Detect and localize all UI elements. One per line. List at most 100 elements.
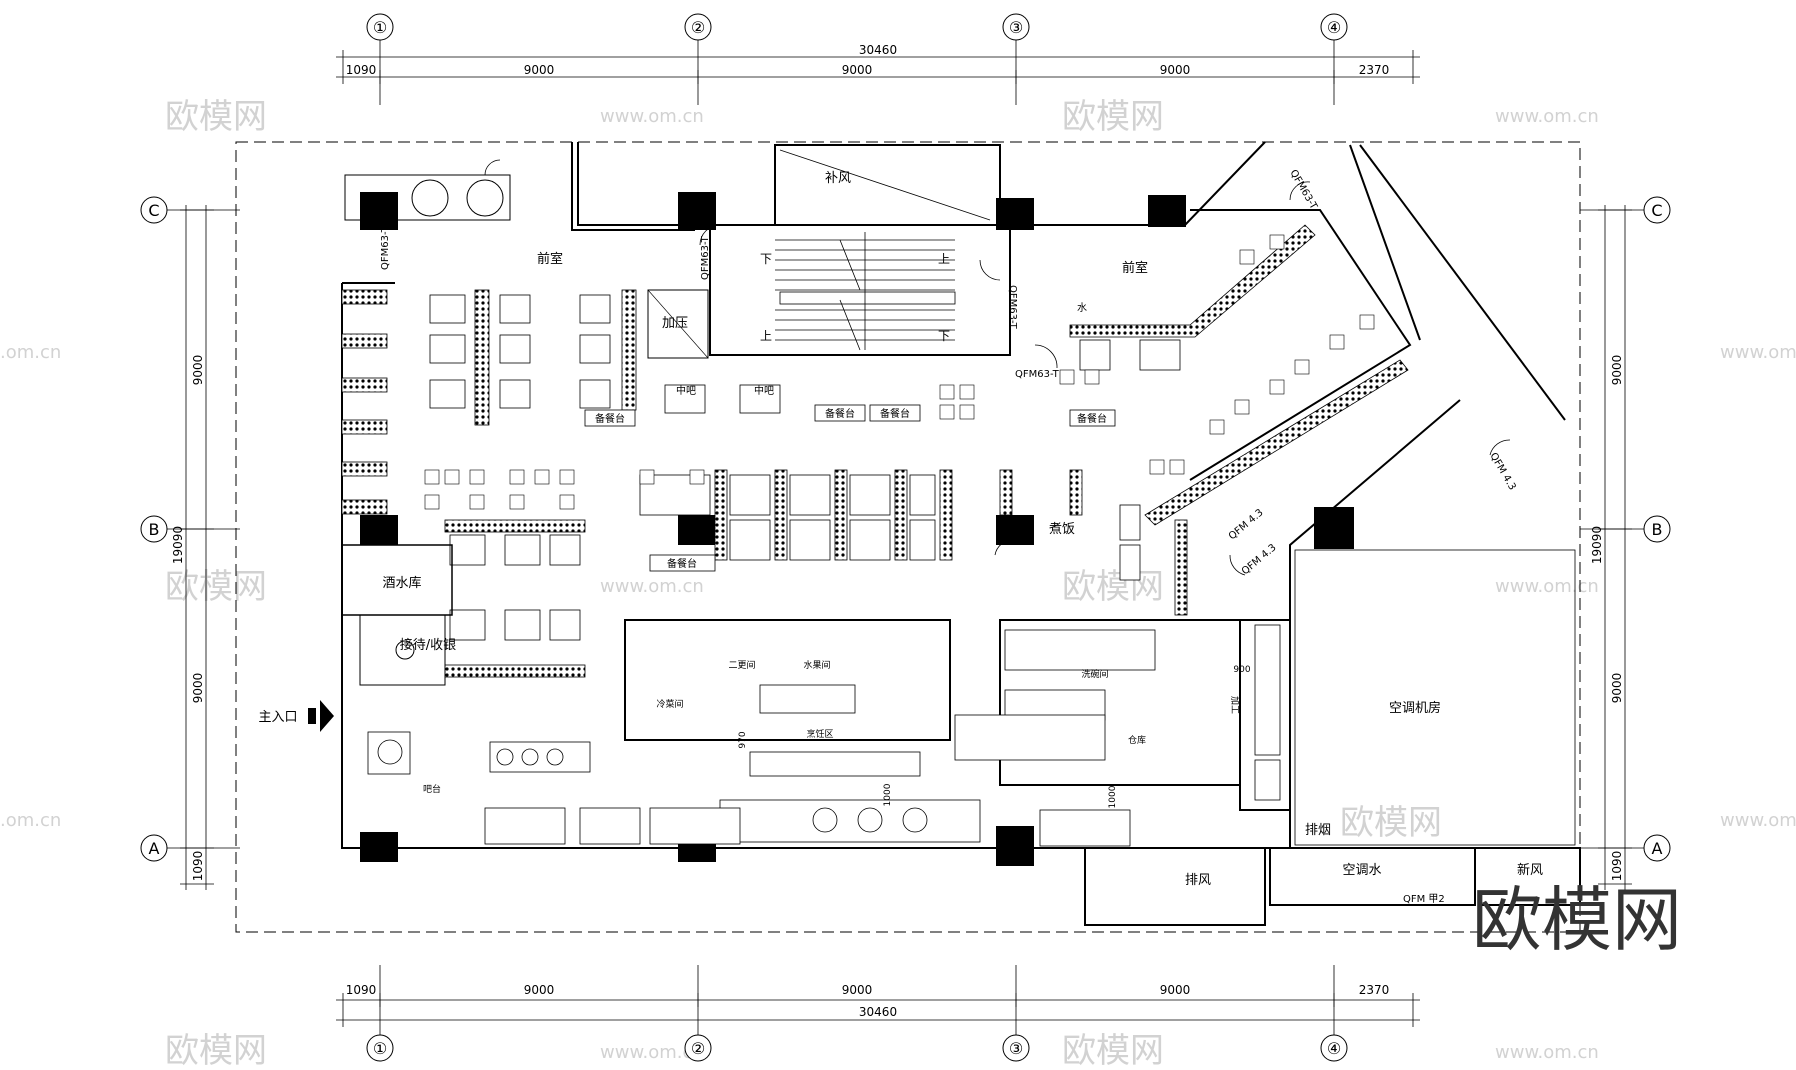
door-label: QFM63-T xyxy=(380,225,391,270)
door-label: QFM 4.3 xyxy=(1227,507,1266,542)
dim-left-seg: 9000 xyxy=(191,673,205,704)
axis-labels: ① ② ③ ④ ① ② ③ ④ C B A C B A xyxy=(148,18,1662,1058)
room-cooking: 烹饪区 xyxy=(806,728,833,740)
kitchen-labels: 洗碗间 冷菜间 二更间 水果间 烹饪区 仓库 吧台 加工 970 1000 10… xyxy=(423,659,1251,808)
dim-right-total: 19090 xyxy=(1590,526,1604,564)
reception-icon xyxy=(395,640,415,660)
service-stations xyxy=(584,404,1116,572)
dim-1000: 1000 xyxy=(883,783,893,806)
room-pressurize: 加压 xyxy=(662,316,688,331)
watermark-fragment: .om.cn xyxy=(0,342,61,363)
watermark-url: www.om.cn xyxy=(1720,810,1796,831)
site-boundary xyxy=(235,141,1581,933)
chairs xyxy=(424,234,1375,510)
watermark-brand: 欧模网 xyxy=(165,97,267,137)
dim-left-seg: 9000 xyxy=(191,355,205,386)
watermark-brand: 欧模网 xyxy=(1062,1031,1164,1066)
kitchen-equipment xyxy=(367,624,1281,847)
staircase[interactable] xyxy=(775,232,956,351)
axis-row-c: C xyxy=(1651,201,1662,220)
watermark-url: www.om.cn xyxy=(1495,1042,1599,1063)
dimension-lines xyxy=(180,50,1632,1027)
watermark-brand: 欧模网 xyxy=(165,567,267,607)
booth-partitions xyxy=(341,224,1409,678)
door-label: QFM 4.3 xyxy=(1487,451,1517,492)
axis-column-4: ④ xyxy=(1327,1039,1341,1058)
watermark-brand: 欧模网 xyxy=(1062,97,1164,137)
middle-label: 中吧 xyxy=(676,384,696,397)
watermark-logo: 欧模网 xyxy=(1472,879,1682,961)
pressurize-shaft xyxy=(647,289,709,359)
dim-top-seg: 9000 xyxy=(524,63,555,77)
axis-row-c: C xyxy=(148,201,159,220)
service-station-label: 备餐台 xyxy=(595,412,625,425)
label-main-entrance: 主入口 xyxy=(258,710,297,725)
fresh-air-shaft-line xyxy=(779,149,991,221)
dim-top-seg: 9000 xyxy=(1160,63,1191,77)
watermark-brand: 欧模网 xyxy=(165,1031,267,1066)
watermark-url: www.om.cn xyxy=(1720,342,1796,363)
doors[interactable] xyxy=(484,159,1511,576)
stair-down-label: 下 xyxy=(760,252,772,266)
burner-circles xyxy=(377,739,928,833)
dimension-texts: 30460 1090 9000 9000 9000 2370 1090 9000… xyxy=(171,43,1624,1019)
dim-right-seg: 9000 xyxy=(1610,673,1624,704)
room-warehouse: 仓库 xyxy=(1128,734,1146,746)
dim-top-seg: 2370 xyxy=(1359,63,1390,77)
room-front-room-right: 前室 xyxy=(1122,260,1148,276)
dim-bottom-seg: 2370 xyxy=(1359,983,1390,997)
watermark-url: www.om.cn xyxy=(600,1042,704,1063)
room-ac-water: 空调水 xyxy=(1342,863,1381,878)
room-dish-wash: 洗碗间 xyxy=(1081,668,1108,680)
dim-top-total: 30460 xyxy=(859,43,897,57)
dim-bottom-total: 30460 xyxy=(859,1005,897,1019)
axis-column-2: ② xyxy=(691,18,705,37)
service-station-label: 备餐台 xyxy=(1077,412,1107,425)
room-front-room-left: 前室 xyxy=(537,251,563,267)
room-fresh-air: 补风 xyxy=(825,171,851,186)
room-labels: 前室 前室 补风 加压 酒水库 接待/收银 主入口 空调机房 排风 空调水 新风… xyxy=(258,171,1543,888)
dim-bottom-seg: 1090 xyxy=(346,983,377,997)
dining-tables[interactable] xyxy=(429,294,1181,641)
dim-top-seg: 1090 xyxy=(346,63,377,77)
axis-row-b: B xyxy=(149,520,160,539)
stair-up-label: 上 xyxy=(938,252,950,266)
room-fruit: 水果间 xyxy=(803,659,830,671)
axis-column-1: ① xyxy=(373,18,387,37)
stair-down-label: 下 xyxy=(938,329,950,343)
door-label: QFM 4.3 xyxy=(1240,542,1279,577)
axis-column-4: ④ xyxy=(1327,18,1341,37)
dim-1000: 1000 xyxy=(1108,785,1118,808)
door-label: QFM63-T xyxy=(700,235,711,280)
dim-900: 900 xyxy=(1233,665,1250,675)
ac-room xyxy=(1294,549,1576,846)
watermark-url: www.om.cn xyxy=(600,106,704,127)
room-exhaust: 排风 xyxy=(1185,873,1211,888)
reception-counter[interactable] xyxy=(359,614,446,686)
entrance-marker-icon xyxy=(308,708,316,724)
axis-row-a: A xyxy=(149,839,160,858)
door-label: QFM 甲2 xyxy=(1403,894,1445,905)
door-label: QFM63-T xyxy=(1007,285,1018,330)
columns[interactable] xyxy=(360,192,1354,866)
room-bar: 吧台 xyxy=(423,783,441,795)
axis-row-a: A xyxy=(1652,839,1663,858)
room-cold-dish: 冷菜间 xyxy=(656,698,683,710)
shaft-diagonal xyxy=(647,289,709,359)
middle-label: 中吧 xyxy=(754,384,774,397)
room-processing: 加工 xyxy=(1229,696,1240,714)
service-station-label: 备餐台 xyxy=(880,407,910,420)
dim-top-seg: 9000 xyxy=(842,63,873,77)
fan-icon xyxy=(466,179,504,217)
room-secondary: 二更间 xyxy=(728,659,755,671)
watermark-url: www.om.cn xyxy=(1495,106,1599,127)
axis-column-3: ③ xyxy=(1009,18,1023,37)
dim-bottom-seg: 9000 xyxy=(524,983,555,997)
walls xyxy=(341,141,1581,926)
watermark-url: www.om.cn xyxy=(600,576,704,597)
service-station-label: 备餐台 xyxy=(825,407,855,420)
room-reception: 接待/收银 xyxy=(400,637,456,653)
dim-left-total: 19090 xyxy=(171,526,185,564)
axis-column-2: ② xyxy=(691,1039,705,1058)
